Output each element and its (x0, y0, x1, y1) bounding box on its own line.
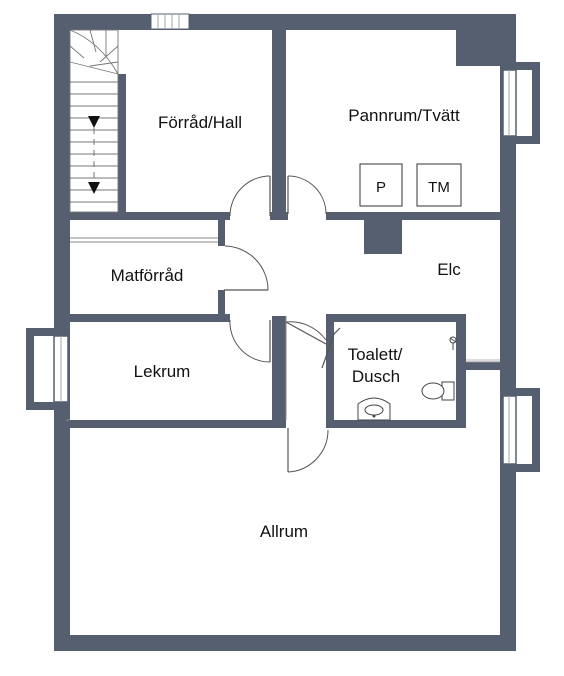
thin-lines (66, 237, 500, 421)
toilet-icon (421, 381, 455, 401)
appliance-tm-label: TM (428, 179, 450, 196)
staircase (69, 29, 119, 213)
room-label-toalett: Toalett/ (348, 345, 403, 364)
shower-icon (449, 336, 457, 350)
sink-icon (357, 397, 391, 421)
room-label-lekrum: Lekrum (134, 362, 191, 381)
room-labels: Förråd/Hall Pannrum/Tvätt Matförråd Elc … (111, 106, 462, 541)
window-right-bottom (500, 388, 540, 472)
window-right-top (500, 62, 540, 144)
room-label-elc: Elc (437, 260, 461, 279)
appliance-p: P (359, 163, 403, 207)
room-label-forrad-hall: Förråd/Hall (158, 113, 242, 132)
stair-arrow-icon (88, 182, 100, 194)
appliance-tm: TM (416, 163, 462, 207)
window-left (26, 328, 70, 410)
room-label-allrum: Allrum (260, 522, 308, 541)
interior-walls (70, 30, 500, 428)
doors (224, 175, 341, 473)
appliance-p-label: P (376, 179, 386, 196)
room-label-dusch: Dusch (352, 367, 400, 386)
top-vent (150, 13, 190, 30)
room-label-pannrum-tvatt: Pannrum/Tvätt (348, 106, 460, 125)
room-label-matforrad: Matförråd (111, 266, 184, 285)
stair-arrow-icon (88, 116, 100, 128)
